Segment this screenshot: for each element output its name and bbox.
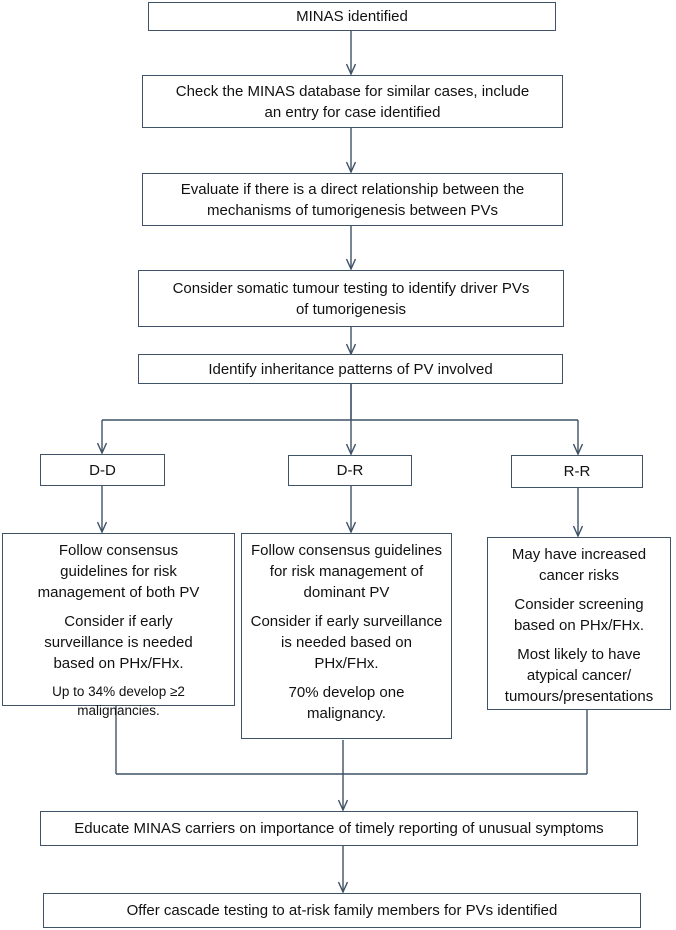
step-cascade-testing: Offer cascade testing to at-risk family … bbox=[43, 893, 641, 928]
branch-label-dr: D-R bbox=[288, 455, 412, 486]
step-educate-carriers: Educate MINAS carriers on importance of … bbox=[40, 811, 638, 846]
rr-p1-line-2: cancer risks bbox=[538, 567, 620, 584]
step-minas-identified: MINAS identified bbox=[148, 2, 556, 31]
branch-detail-dr: Follow consensus guidelines for risk man… bbox=[241, 533, 452, 739]
dr-p2-line-1: Consider if early surveillance bbox=[250, 613, 443, 630]
step-check-database-line-1: Check the MINAS database for similar cas… bbox=[175, 82, 530, 100]
dd-p2-line-2: surveillance is needed bbox=[44, 634, 193, 651]
step-evaluate-line-2: mechanisms of tumorigenesis between PVs bbox=[207, 201, 498, 219]
step-inheritance-text: Identify inheritance patterns of PV invo… bbox=[208, 360, 493, 378]
dr-p3-line-1: 70% develop one bbox=[288, 684, 405, 701]
branch-detail-rr: May have increased cancer risks Consider… bbox=[487, 537, 671, 710]
step-somatic-testing: Consider somatic tumour testing to ident… bbox=[138, 270, 564, 327]
step-check-database-line-2: an entry for case identified bbox=[264, 103, 441, 121]
dr-p1-line-2: for risk management of bbox=[269, 563, 424, 580]
step-check-database: Check the MINAS database for similar cas… bbox=[142, 75, 563, 128]
dd-p2-line-1: Consider if early bbox=[64, 613, 173, 630]
step-evaluate-line-1: Evaluate if there is a direct relationsh… bbox=[180, 180, 525, 198]
dr-p3-line-2: malignancy. bbox=[307, 705, 386, 722]
dr-p2-line-3: PHx/FHx. bbox=[314, 655, 379, 672]
dd-p1-line-1: Follow consensus bbox=[58, 542, 179, 559]
dd-p3-line-1: Up to 34% develop ≥2 bbox=[52, 684, 185, 699]
branch-label-rr: R-R bbox=[511, 455, 643, 488]
rr-p2-line-2: based on PHx/FHx. bbox=[513, 617, 645, 634]
step-minas-identified-text: MINAS identified bbox=[296, 8, 408, 25]
dd-p1-line-2: guidelines for risk bbox=[60, 563, 177, 580]
step-somatic-line-1: Consider somatic tumour testing to ident… bbox=[172, 279, 530, 297]
rr-p2-line-1: Consider screening bbox=[514, 596, 644, 613]
rr-p3-line-3: tumours/presentations bbox=[504, 688, 654, 705]
step-evaluate-relationship: Evaluate if there is a direct relationsh… bbox=[142, 173, 563, 226]
dr-p2-line-2: is needed based on bbox=[281, 634, 412, 651]
dd-p2-line-3: based on PHx/FHx. bbox=[53, 655, 184, 672]
step-inheritance-patterns: Identify inheritance patterns of PV invo… bbox=[138, 354, 563, 384]
branch-label-rr-text: R-R bbox=[563, 463, 591, 480]
branch-label-dd: D-D bbox=[40, 454, 165, 486]
step-cascade-text: Offer cascade testing to at-risk family … bbox=[126, 902, 558, 919]
dd-p3-line-2: malignancies. bbox=[77, 703, 160, 718]
step-somatic-line-2: of tumorigenesis bbox=[295, 300, 407, 318]
branch-label-dr-text: D-R bbox=[336, 462, 364, 479]
rr-p3-line-1: Most likely to have bbox=[517, 646, 641, 663]
rr-p1-line-1: May have increased bbox=[511, 546, 647, 563]
dd-p1-line-3: management of both PV bbox=[37, 584, 200, 601]
dr-p1-line-3: dominant PV bbox=[303, 584, 390, 601]
step-educate-text: Educate MINAS carriers on importance of … bbox=[74, 820, 604, 837]
branch-label-dd-text: D-D bbox=[89, 461, 116, 479]
branch-detail-dd: Follow consensus guidelines for risk man… bbox=[2, 533, 235, 718]
dr-p1-line-1: Follow consensus guidelines bbox=[251, 542, 442, 559]
rr-p3-line-2: atypical cancer/ bbox=[526, 667, 632, 684]
